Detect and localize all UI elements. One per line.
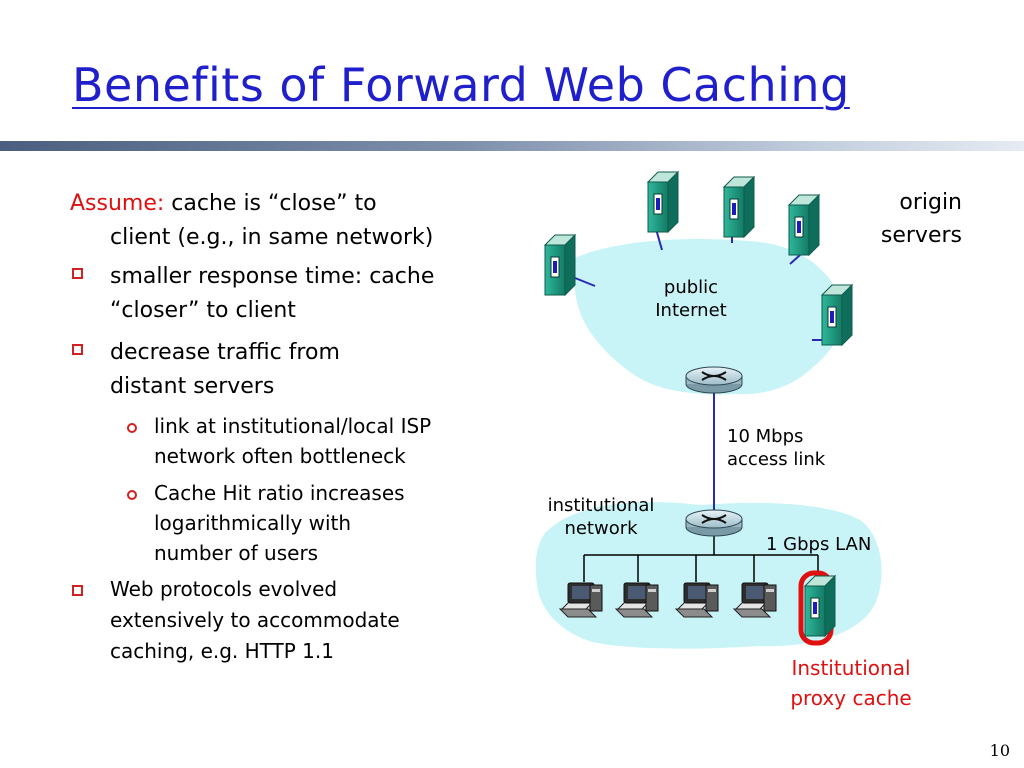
proxy-cache-label: Institutional proxy cache [766,653,936,713]
public-internet-line-2: Internet [655,300,727,321]
origin-server-icon [788,194,820,256]
bullet-1-line-1: smaller response time: cache [110,264,435,289]
assume-text-1: cache is “close” to [171,191,377,216]
square-bullet-icon [72,585,83,596]
origin-servers-line-1: origin [899,190,962,215]
assume-line-1: Assume: cache is “close” to [70,187,377,221]
access-link-line-1: 10 Mbps [727,426,804,447]
bullet-1-line-2: “closer” to client [110,298,296,323]
circle-bullet-icon [127,490,137,500]
sub-bullet-1-line-2: network often bottleneck [154,444,406,468]
proxy-line-1: Institutional [791,656,911,680]
bullet-2-line-2: distant servers [110,374,275,399]
square-bullet-icon [72,268,83,279]
bullet-3-line-3: caching, e.g. HTTP 1.1 [110,639,334,663]
public-internet-line-1: public [663,277,719,298]
proxy-line-2: proxy cache [790,686,912,710]
origin-servers-label: origin servers [881,186,962,252]
bullet-3-line-1: Web protocols evolved [110,577,338,601]
circle-bullet-icon [127,423,137,433]
institutional-line-1: institutional [547,495,655,516]
square-bullet-icon [72,344,83,355]
public-internet-cloud [573,239,845,395]
sub-bullet-2-line-1: Cache Hit ratio increases [154,481,405,505]
page-number: 10 [989,741,1010,760]
internet-router-icon [685,366,743,394]
sub-bullet-2-line-3: number of users [154,541,319,565]
institutional-network-label: institutional network [534,494,668,540]
bullet-2-line-1: decrease traffic from [110,340,340,365]
origin-server-icon [821,284,853,346]
public-internet-label: public Internet [636,276,746,322]
slide-title: Benefits of Forward Web Caching [72,58,850,112]
assume-label: Assume: [70,191,165,216]
bullet-3-line-2: extensively to accommodate [110,608,400,632]
title-divider-bar [0,141,1024,151]
sub-bullet-2-line-2: logarithmically with [154,511,352,535]
access-link-line-2: access link [727,449,826,470]
access-link-label: 10 Mbps access link [727,425,825,471]
institutional-router-icon [685,509,743,537]
origin-servers-line-2: servers [880,223,962,248]
origin-server-icon [544,234,576,296]
proxy-cache-server-icon [804,575,836,637]
origin-server-icon [723,176,755,238]
assume-text-2: client (e.g., in same network) [110,225,434,250]
lan-label: 1 Gbps LAN [766,534,872,555]
sub-bullet-1-line-1: link at institutional/local ISP [154,414,432,438]
institutional-line-2: network [564,518,638,539]
origin-server-icon [647,171,679,233]
